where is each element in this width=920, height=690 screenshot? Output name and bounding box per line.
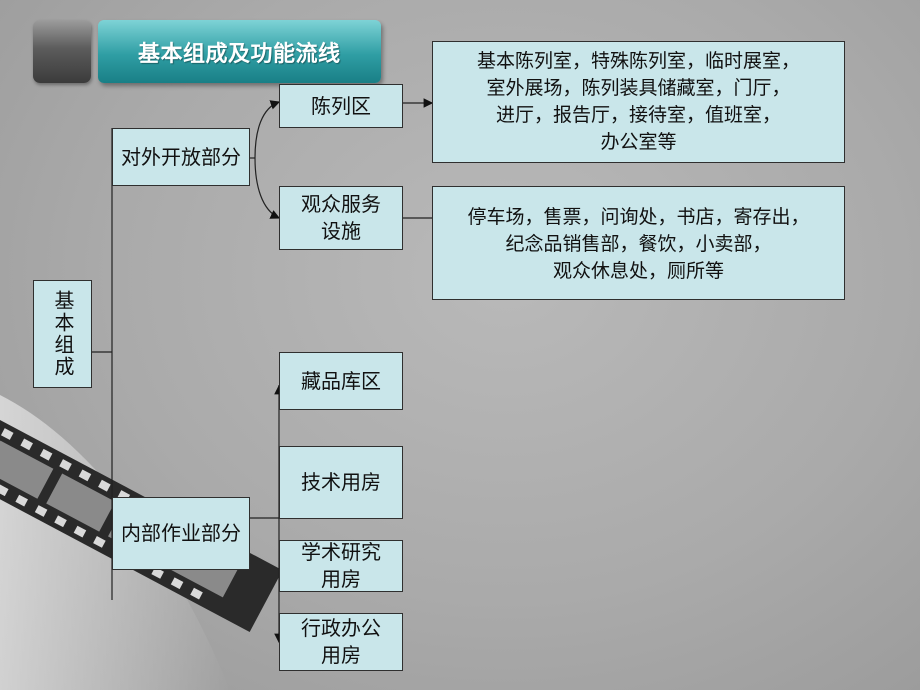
node-admin-line2: 用房 bbox=[321, 643, 361, 667]
node-tech: 技术用房 bbox=[279, 446, 403, 519]
detail-exhibit-line: 进厅，报告厅，接待室，值班室， bbox=[495, 104, 781, 126]
node-research-line1: 学术研究 bbox=[301, 540, 381, 564]
node-admin: 行政办公 用房 bbox=[279, 613, 403, 671]
detail-service-line: 观众休息处，厕所等 bbox=[552, 260, 724, 282]
node-service-line2: 设施 bbox=[321, 219, 361, 243]
detail-service-line: 停车场，售票，问询处，书店，寄存出， bbox=[467, 206, 810, 228]
node-admin-line1: 行政办公 bbox=[301, 616, 381, 640]
root-node: 基本组成 bbox=[33, 280, 92, 388]
root-label: 基本组成 bbox=[51, 290, 75, 378]
title-accent-block bbox=[33, 20, 91, 83]
detail-service: 停车场，售票，问询处，书店，寄存出， 纪念品销售部，餐饮，小卖部， 观众休息处，… bbox=[432, 186, 845, 300]
node-service: 观众服务 设施 bbox=[279, 186, 403, 250]
node-exhibit-label: 陈列区 bbox=[311, 93, 371, 118]
branch-internal-label: 内部作业部分 bbox=[121, 521, 241, 545]
detail-exhibit-line: 办公室等 bbox=[600, 131, 677, 153]
node-research: 学术研究 用房 bbox=[279, 540, 403, 592]
branch-public: 对外开放部分 bbox=[112, 128, 250, 186]
detail-service-line: 纪念品销售部，餐饮，小卖部， bbox=[505, 233, 772, 255]
detail-exhibit-line: 室外展场，陈列装具储藏室，门厅， bbox=[486, 77, 791, 99]
node-tech-label: 技术用房 bbox=[301, 470, 381, 494]
detail-exhibit: 基本陈列室，特殊陈列室，临时展室， 室外展场，陈列装具储藏室，门厅， 进厅，报告… bbox=[432, 41, 845, 163]
node-storage-label: 藏品库区 bbox=[301, 368, 381, 393]
page-title: 基本组成及功能流线 bbox=[98, 20, 381, 83]
branch-public-label: 对外开放部分 bbox=[121, 144, 241, 169]
node-exhibit: 陈列区 bbox=[279, 84, 403, 128]
node-storage: 藏品库区 bbox=[279, 352, 403, 410]
node-service-line1: 观众服务 bbox=[301, 192, 381, 216]
node-research-line2: 用房 bbox=[321, 567, 361, 591]
detail-exhibit-line: 基本陈列室，特殊陈列室，临时展室， bbox=[476, 50, 800, 72]
branch-internal: 内部作业部分 bbox=[112, 497, 250, 570]
